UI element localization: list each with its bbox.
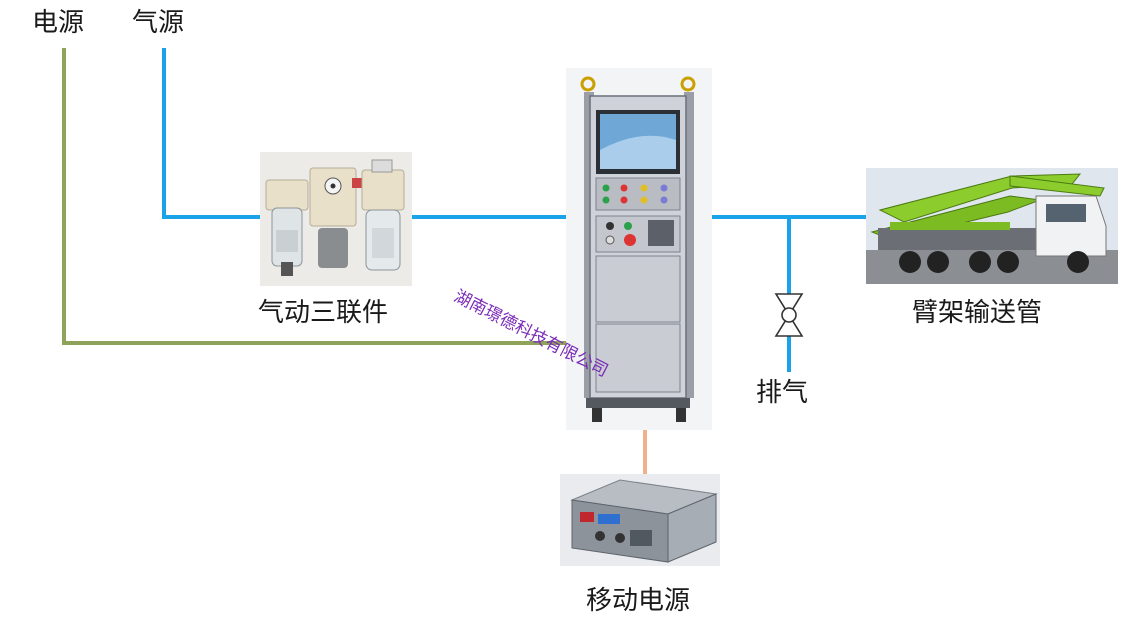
pump-truck-image bbox=[866, 168, 1118, 284]
control-cabinet-image bbox=[566, 68, 712, 430]
boom-pipe-label: 臂架输送管 bbox=[912, 298, 1042, 328]
power-source-label: 电源 bbox=[32, 8, 84, 38]
mobile-power-label: 移动电源 bbox=[586, 586, 690, 616]
exhaust-label: 排气 bbox=[756, 378, 808, 408]
frl-unit-label: 气动三联件 bbox=[258, 298, 388, 328]
air-source-label: 气源 bbox=[132, 8, 184, 38]
frl-unit-image bbox=[260, 152, 412, 286]
mobile-power-image bbox=[560, 474, 720, 566]
air-source-line bbox=[164, 48, 262, 217]
exhaust-valve-icon bbox=[776, 294, 802, 336]
